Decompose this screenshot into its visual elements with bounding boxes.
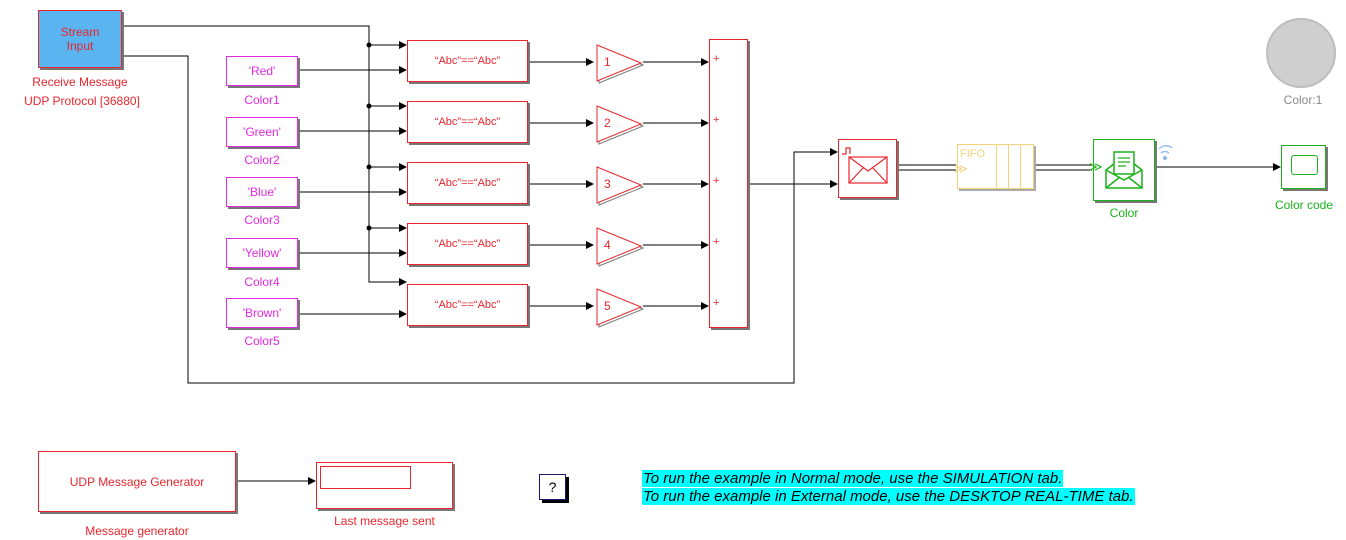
sum-sign-2: +	[713, 114, 720, 126]
compare-label-1: “Abc”==“Abc”	[434, 55, 501, 67]
note-external-mode: To run the example in External mode, use…	[642, 488, 1135, 505]
gain-value-4: 4	[604, 238, 611, 252]
udp-message-generator-label: UDP Message Generator	[69, 474, 205, 489]
udp-message-generator-block[interactable]: UDP Message Generator	[38, 451, 236, 512]
display-field	[320, 466, 411, 489]
constant-color1-value: 'Red'	[248, 64, 276, 78]
compare-label-5: “Abc”==“Abc”	[434, 299, 501, 311]
fifo-slot-2	[1008, 145, 1009, 188]
gain-value-3: 3	[604, 177, 611, 191]
constant-color5-caption: Color5	[244, 334, 280, 348]
gain-value-1: 1	[604, 55, 611, 69]
compare-label-3: “Abc”==“Abc”	[434, 177, 501, 189]
wireless-icon	[1158, 145, 1173, 160]
fifo-slot-1	[996, 145, 997, 188]
help-button[interactable]: ?	[539, 474, 566, 500]
message-send-block[interactable]	[838, 139, 897, 198]
constant-color2-caption: Color2	[244, 153, 280, 167]
constant-color3-value: 'Blue'	[247, 185, 277, 199]
stream-input-label: Stream Input	[60, 25, 100, 53]
compare-label-4: “Abc”==“Abc”	[434, 238, 501, 250]
constant-color2-value: 'Green'	[243, 125, 281, 139]
constant-color5[interactable]: 'Brown'	[226, 298, 298, 328]
gain-block-1[interactable]	[594, 42, 644, 84]
fifo-slot-3	[1020, 145, 1021, 188]
compare-block-2[interactable]: “Abc”==“Abc”	[407, 101, 528, 143]
last-message-caption: Last message sent	[334, 514, 435, 528]
sum-sign-3: +	[713, 175, 720, 187]
gain-block-4[interactable]	[594, 225, 644, 267]
lamp-indicator[interactable]	[1266, 18, 1336, 88]
receive-caption: Color	[1109, 206, 1139, 220]
scope-block[interactable]	[1281, 145, 1326, 189]
fifo-queue-block[interactable]: FIFO ≫	[954, 144, 1034, 189]
receive-input-arrow-icon: ≫	[1089, 159, 1103, 174]
gain-block-5[interactable]	[594, 286, 644, 328]
constant-color5-value: 'Brown'	[242, 306, 282, 320]
gain-block-2[interactable]	[594, 103, 644, 145]
gain-value-2: 2	[604, 116, 611, 130]
compare-label-2: “Abc”==“Abc”	[434, 116, 501, 128]
last-message-display-block[interactable]	[316, 462, 453, 509]
constant-color3-caption: Color3	[244, 213, 280, 227]
scope-caption: Color code	[1274, 198, 1334, 212]
constant-color2[interactable]: 'Green'	[226, 117, 298, 147]
compare-block-3[interactable]: “Abc”==“Abc”	[407, 162, 528, 204]
stream-input-sub: UDP Protocol [36880]	[24, 94, 140, 108]
fifo-label: FIFO	[960, 148, 986, 160]
stream-input-caption: Receive Message	[32, 75, 128, 89]
sum-sign-5: +	[713, 297, 720, 309]
gain-value-5: 5	[604, 299, 611, 313]
constant-color4[interactable]: 'Yellow'	[226, 238, 298, 268]
constant-color3[interactable]: 'Blue'	[226, 177, 298, 207]
help-button-label: ?	[548, 479, 557, 495]
compare-block-5[interactable]: “Abc”==“Abc”	[407, 284, 528, 326]
scope-screen-icon	[1291, 155, 1318, 175]
sum-sign-4: +	[713, 236, 720, 248]
constant-color1[interactable]: 'Red'	[226, 56, 298, 86]
envelope-icon	[842, 147, 888, 184]
udp-message-generator-caption: Message generator	[85, 524, 189, 538]
sum-block[interactable]: + + + + +	[709, 39, 748, 328]
compare-block-1[interactable]: “Abc”==“Abc”	[407, 40, 528, 82]
gain-block-3[interactable]	[594, 164, 644, 206]
receive-block[interactable]: ≫	[1089, 139, 1155, 201]
lamp-caption: Color:1	[1283, 93, 1323, 107]
fifo-input-arrow-icon: ≫	[954, 161, 968, 176]
constant-color4-value: 'Yellow'	[242, 246, 282, 260]
stream-input-block[interactable]: Stream Input	[38, 10, 122, 68]
receive-envelope-icon	[1105, 151, 1143, 189]
compare-block-4[interactable]: “Abc”==“Abc”	[407, 223, 528, 265]
constant-color4-caption: Color4	[244, 275, 280, 289]
constant-color1-caption: Color1	[244, 93, 280, 107]
sum-sign-1: +	[713, 53, 720, 65]
note-normal-mode: To run the example in Normal mode, use t…	[642, 470, 1064, 487]
